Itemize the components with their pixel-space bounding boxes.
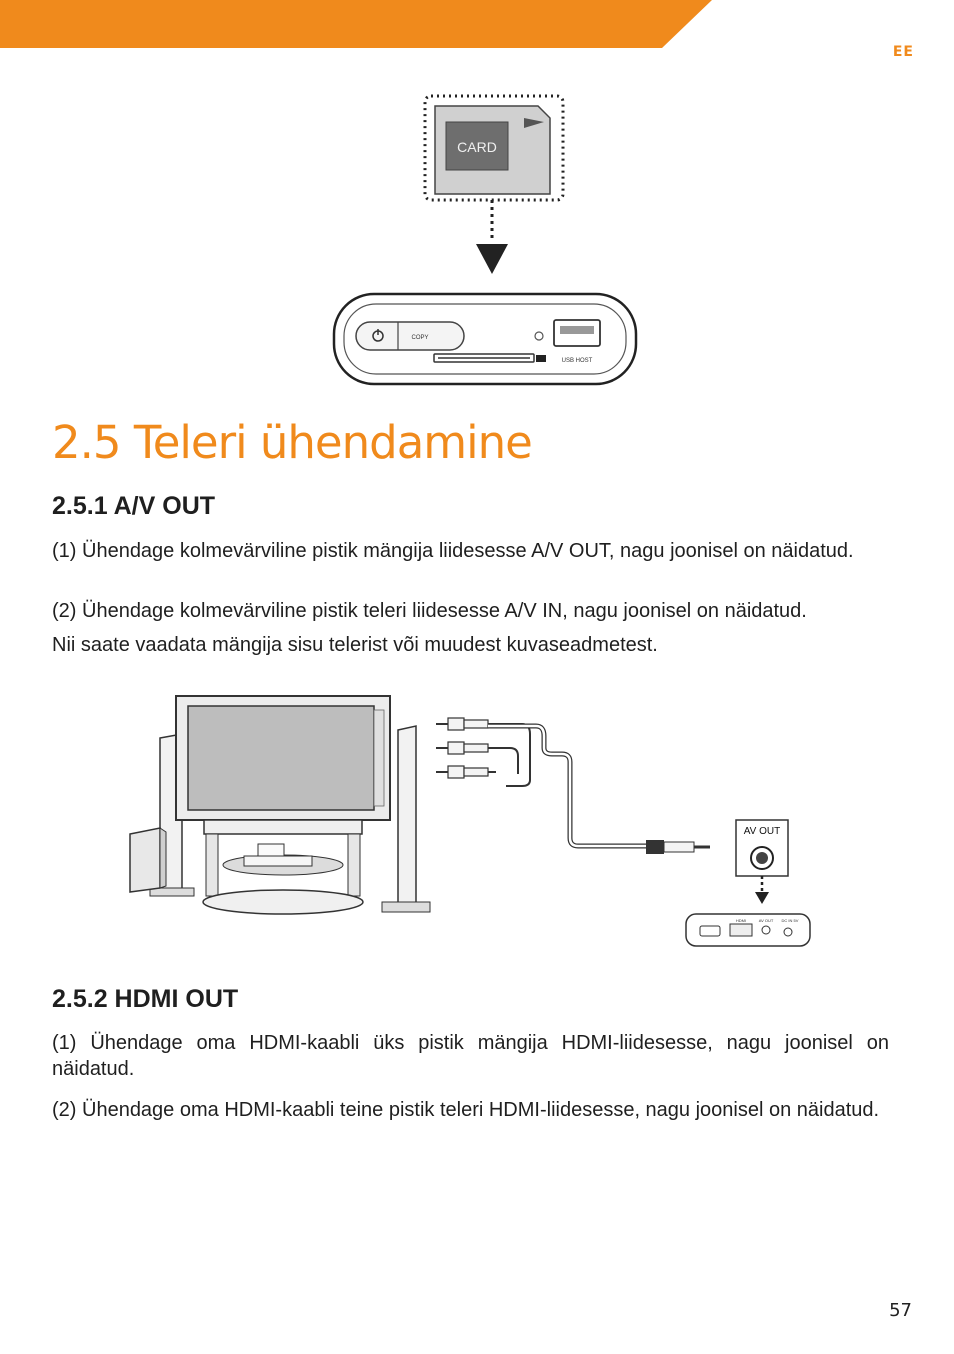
- av-out-note: Nii saate vaadata mängija sisu telerist …: [52, 634, 658, 656]
- copy-button-label: COPY: [411, 335, 428, 341]
- card-label: CARD: [457, 139, 497, 155]
- arrow-down-icon: [476, 244, 508, 274]
- hdmi-out-heading: 2.5.2 HDMI OUT: [52, 985, 239, 1013]
- header-banner: [0, 0, 712, 48]
- av-out-step-1: (1) Ühendage kolmevärviline pistik mängi…: [52, 540, 854, 562]
- port-label-dc-in: DC IN 5V: [782, 918, 799, 923]
- section-title: 2.5 Teleri ühendamine: [52, 416, 533, 469]
- arrow-down-icon: [755, 892, 769, 904]
- av-out-label: AV OUT: [744, 826, 780, 837]
- page-number: 57: [889, 1300, 912, 1321]
- card-insert-figure: CARD COPY USB HOST: [332, 94, 638, 386]
- port-label-hdmi: HDMI: [736, 918, 746, 923]
- av-connection-figure: AV OUT HDMI AV OUT DC IN 5V: [129, 695, 811, 947]
- port-label-av-out: AV OUT: [759, 918, 774, 923]
- usb-host-label: USB HOST: [562, 358, 593, 364]
- av-out-step-2: (2) Ühendage kolmevärviline pistik teler…: [52, 600, 807, 622]
- hdmi-out-step-1: (1) Ühendage oma HDMI-kaabli üks pistik …: [52, 1032, 889, 1080]
- av-out-heading: 2.5.1 A/V OUT: [52, 492, 216, 520]
- hdmi-out-step-2: (2) Ühendage oma HDMI-kaabli teine pisti…: [52, 1099, 880, 1121]
- language-code: EE: [892, 44, 914, 60]
